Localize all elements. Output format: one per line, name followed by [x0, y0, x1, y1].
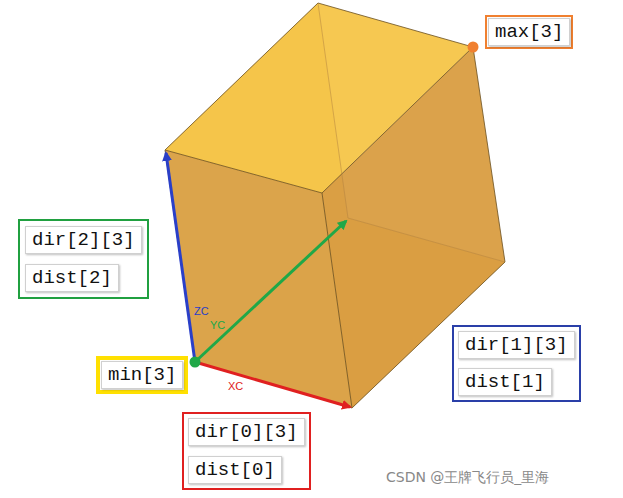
field-name: dist[2] [25, 264, 119, 292]
label-box: max[3] [485, 15, 573, 49]
label-box: dir[0][3] dist[0] [182, 412, 311, 490]
label-box: dir[2][3] dist[2] [18, 219, 149, 299]
field-name: dir[1][3] [458, 331, 575, 359]
field-name: dir[0][3] [188, 418, 305, 446]
watermark: CSDN @王牌飞行员_里海 [386, 469, 549, 487]
label-box: min[3] [96, 356, 188, 394]
field-name: dir[2][3] [25, 226, 142, 254]
field-name: dist[1] [458, 368, 552, 396]
field-name: dist[0] [188, 456, 282, 484]
axis-label: YC [210, 319, 225, 331]
label-box: dir[1][3] dist[1] [452, 325, 581, 402]
axis-label: XC [228, 380, 243, 392]
axis-label: ZC [194, 305, 209, 317]
field-name: max[3] [488, 18, 570, 46]
field-name: min[3] [101, 361, 183, 389]
